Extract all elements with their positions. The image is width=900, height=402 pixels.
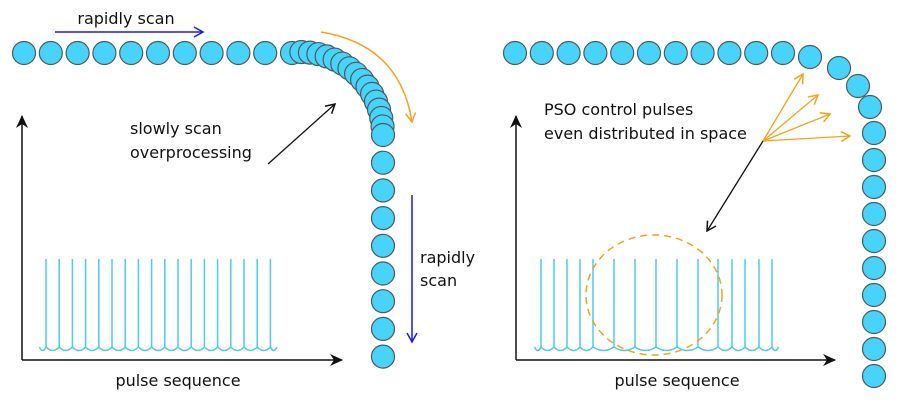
laser-spot [145, 40, 171, 66]
laser-spot [690, 40, 715, 66]
side-rapid-label: rapidly [420, 248, 475, 267]
right-scan-spots [502, 40, 887, 389]
laser-spot [253, 40, 278, 66]
laser-spot [370, 316, 396, 341]
laser-spot [861, 147, 887, 173]
right-pulse-train [533, 259, 780, 352]
top-rapid-scan-label: rapidly scan [77, 9, 174, 28]
overprocessing-label: overprocessing [130, 143, 252, 162]
pulse-baseline [38, 346, 278, 352]
laser-spot [226, 40, 251, 66]
laser-spot [502, 40, 528, 66]
laser-spot [370, 344, 396, 369]
laser-spot [861, 282, 887, 308]
laser-spot [370, 289, 396, 314]
left-scan-spots [11, 39, 396, 369]
laser-spot [861, 255, 887, 281]
laser-spot [861, 201, 887, 227]
laser-spot [529, 40, 554, 66]
laser-spot [861, 309, 887, 335]
laser-spot [370, 178, 396, 203]
laser-spot [744, 40, 769, 66]
side-scan-label: scan [420, 271, 457, 290]
laser-spot [556, 40, 581, 66]
laser-spot [770, 40, 796, 66]
right-axis-label: pulse sequence [614, 371, 739, 390]
laser-spot [861, 363, 887, 389]
pulse-baseline [533, 346, 780, 352]
laser-spot [65, 40, 90, 66]
laser-spot [797, 44, 823, 70]
pso-pointer-arrow [706, 140, 764, 233]
laser-spot [861, 228, 887, 254]
laser-spot [119, 40, 144, 66]
laser-spot [826, 55, 852, 81]
pso-label-line2: even distributed in space [544, 124, 747, 143]
laser-spot [861, 174, 887, 200]
laser-spot [370, 206, 396, 231]
laser-spot [583, 40, 608, 66]
laser-spot [861, 336, 887, 362]
laser-spot [172, 40, 197, 66]
laser-spot [845, 73, 871, 99]
laser-spot [370, 233, 396, 258]
laser-spot [199, 40, 224, 66]
laser-spot [38, 40, 63, 66]
laser-spot [92, 40, 117, 66]
laser-spot [636, 40, 662, 66]
left-axis-label: pulse sequence [115, 371, 240, 390]
laser-spot [370, 122, 396, 148]
laser-spot [11, 40, 37, 66]
left-pulse-train [38, 259, 278, 352]
laser-spot [717, 40, 742, 66]
corner-scan-orange-arrow [320, 31, 417, 124]
laser-spot [861, 120, 887, 146]
orange-spacing-arrows [762, 72, 852, 143]
highlight-dashed-circle [585, 234, 723, 356]
laser-spot [370, 261, 396, 286]
laser-spot [370, 150, 396, 175]
laser-spot [857, 94, 883, 120]
laser-spot [610, 40, 635, 66]
pso-label-line1: PSO control pulses [544, 100, 693, 119]
slow-scan-label: slowly scan [130, 119, 222, 138]
laser-spot [663, 40, 688, 66]
slow-scan-pointer-arrow [267, 102, 337, 165]
